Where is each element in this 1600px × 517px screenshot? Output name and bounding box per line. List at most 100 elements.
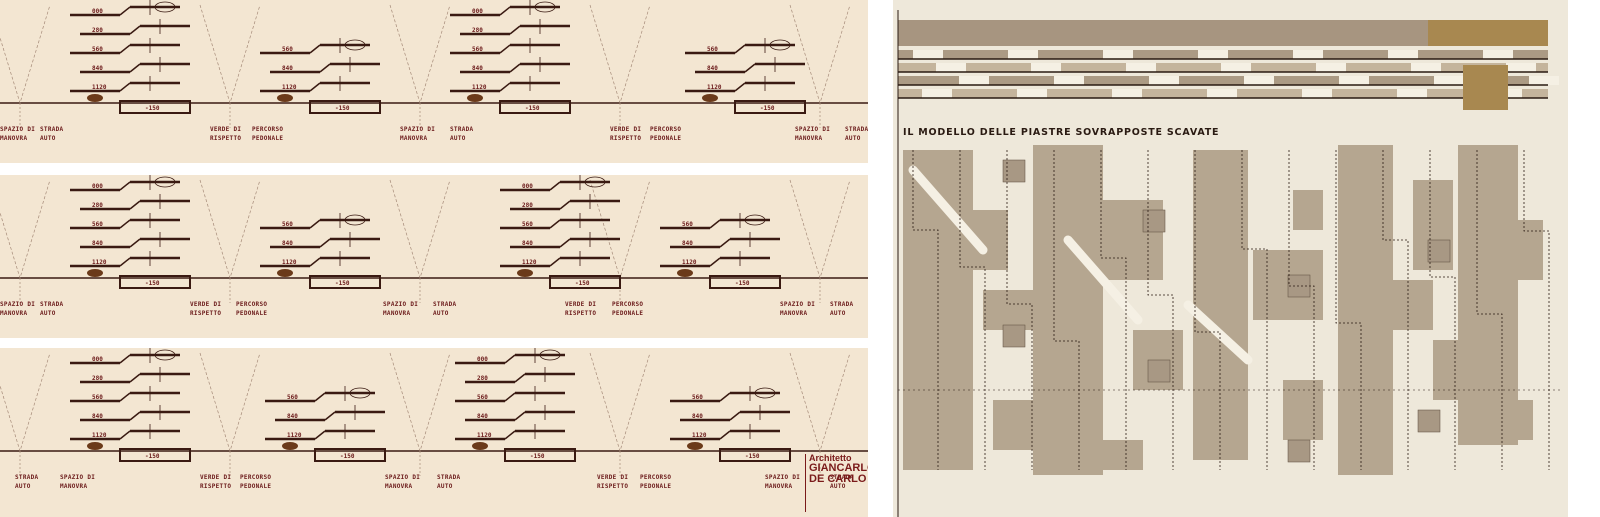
dotted-outline <box>1006 150 1033 470</box>
level-mark-basement: -150 <box>525 105 540 112</box>
elevation-void <box>1031 63 1061 72</box>
courtyard <box>1142 209 1166 233</box>
elevation-void <box>1506 63 1536 72</box>
plan-block <box>1293 190 1323 230</box>
section-label: STRADA AUTO <box>15 474 39 490</box>
dotted-outline <box>1382 150 1409 470</box>
section-label: PERCORSO PEDONALE <box>236 301 268 317</box>
ramp <box>509 63 521 73</box>
level-mark: 560 <box>692 394 703 401</box>
level-mark: 840 <box>92 65 103 72</box>
section-label: STRADA AUTO <box>450 126 474 142</box>
level-mark: 000 <box>92 183 103 190</box>
ramp <box>729 411 741 421</box>
ramp <box>129 411 141 421</box>
basement <box>314 448 386 462</box>
level-mark: 280 <box>472 27 483 34</box>
level-mark: 1120 <box>287 432 302 439</box>
ramp <box>309 257 321 267</box>
section-label: SPAZIO DI MANOVRA <box>60 474 96 490</box>
level-mark: 840 <box>472 65 483 72</box>
ramp <box>549 181 561 191</box>
sightline <box>389 4 451 105</box>
ramp <box>504 392 516 402</box>
section-svg: 1120840560280000-1501120840560-150112084… <box>0 0 868 128</box>
ramp <box>559 238 571 248</box>
basement <box>719 448 791 462</box>
level-mark: 1120 <box>92 432 107 439</box>
dotted-outline <box>1194 150 1221 470</box>
ramp <box>499 6 511 16</box>
level-mark: 840 <box>522 240 533 247</box>
section-label: SPAZIO DI MANOVRA <box>385 474 421 490</box>
ramp <box>719 430 731 440</box>
level-mark: 560 <box>92 46 103 53</box>
level-mark: 000 <box>522 183 533 190</box>
dotted-outline <box>1241 150 1268 470</box>
ramp <box>514 373 526 383</box>
section-label: VERDE DI RISPETTO <box>565 301 597 317</box>
level-mark-basement: -150 <box>530 453 545 460</box>
ramp <box>119 430 131 440</box>
section-label: PERCORSO PEDONALE <box>612 301 644 317</box>
level-mark: 000 <box>92 356 103 363</box>
basement <box>309 275 381 289</box>
level-mark-basement: -150 <box>145 280 160 287</box>
section-label: VERDE DI RISPETTO <box>610 126 642 142</box>
level-mark-basement: -150 <box>145 453 160 460</box>
tree-icon <box>154 176 176 188</box>
tree-icon <box>769 39 791 51</box>
basement <box>309 100 381 114</box>
plan-block <box>1073 440 1143 470</box>
elevation-void <box>922 89 952 98</box>
elevation-void <box>1112 89 1142 98</box>
basement <box>499 100 571 114</box>
ramp <box>719 392 731 402</box>
level-mark: 1120 <box>282 84 297 91</box>
ramp <box>504 430 516 440</box>
level-mark: 280 <box>477 375 488 382</box>
dotted-outline <box>1288 150 1315 470</box>
car-icon <box>517 269 533 277</box>
car-icon <box>677 269 693 277</box>
level-mark: 560 <box>477 394 488 401</box>
section-label: STRADA AUTO <box>845 126 868 142</box>
level-mark: 840 <box>287 413 298 420</box>
level-mark: 560 <box>282 46 293 53</box>
section-label: STRADA AUTO <box>40 301 64 317</box>
section-label: STRADA AUTO <box>40 126 64 142</box>
plan-title: IL MODELLO DELLE PIASTRE SOVRAPPOSTE SCA… <box>903 127 1220 138</box>
plan-block <box>1283 380 1323 440</box>
section-label: STRADA AUTO <box>433 301 457 317</box>
dotted-outline <box>1335 150 1362 470</box>
section-label: STRADA AUTO <box>830 301 854 317</box>
dotted-outline <box>959 150 986 470</box>
ramp <box>319 238 331 248</box>
level-mark: 560 <box>472 46 483 53</box>
ramp <box>119 82 131 92</box>
courtyard <box>1417 409 1441 433</box>
sightline <box>0 179 51 280</box>
elevation-void <box>1316 63 1346 72</box>
tree-icon <box>344 39 366 51</box>
level-mark-basement: -150 <box>745 453 760 460</box>
level-mark: 1120 <box>472 84 487 91</box>
tree-icon <box>539 349 561 361</box>
section-label: SPAZIO DI MANOVRA <box>0 301 36 317</box>
ramp <box>514 411 526 421</box>
section-svg: 1120840560280000-1501120840560-150112084… <box>0 175 868 303</box>
level-mark: 560 <box>282 221 293 228</box>
level-mark: 1120 <box>477 432 492 439</box>
car-icon <box>87 94 103 102</box>
elevation-void <box>1054 76 1084 85</box>
plan-block <box>1433 340 1493 400</box>
tree-icon <box>154 1 176 13</box>
car-icon <box>87 269 103 277</box>
level-mark: 280 <box>92 27 103 34</box>
level-mark: 840 <box>477 413 488 420</box>
elevation-accent <box>1428 20 1548 46</box>
sightline <box>0 4 51 105</box>
tree-icon <box>154 349 176 361</box>
level-mark: 840 <box>92 240 103 247</box>
